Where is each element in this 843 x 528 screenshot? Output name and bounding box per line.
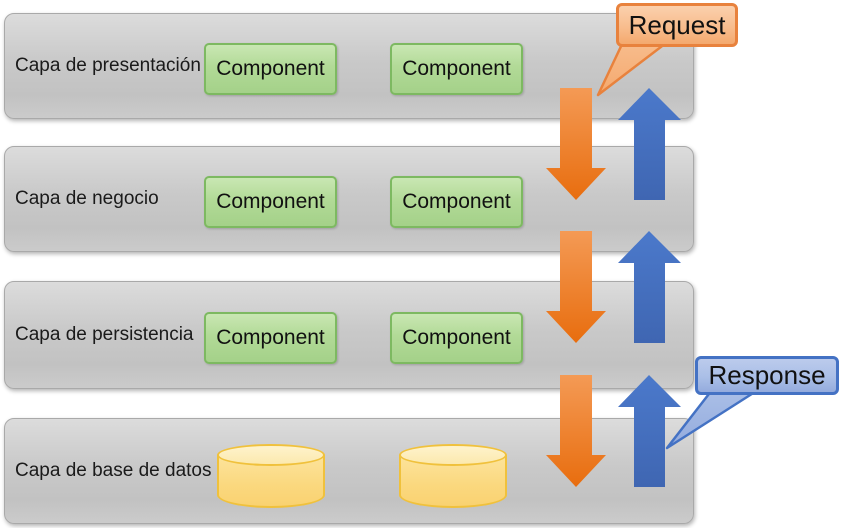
layer-base-de-datos: Capa de base de datos bbox=[4, 418, 694, 524]
component-label: Component bbox=[402, 190, 511, 213]
component-label: Component bbox=[216, 326, 325, 349]
database-cylinder-icon bbox=[399, 444, 507, 508]
layer-label: Capa de base de datos bbox=[15, 460, 212, 481]
component-box: Component bbox=[204, 43, 337, 95]
layer-persistencia: Capa de persistencia Component Component bbox=[4, 281, 694, 389]
component-box: Component bbox=[390, 312, 523, 364]
request-callout-label: Request bbox=[628, 9, 726, 40]
layer-presentacion: Capa de presentación Component Component bbox=[4, 13, 694, 119]
component-label: Component bbox=[216, 57, 325, 80]
database-cylinder-icon bbox=[217, 444, 325, 508]
component-box: Component bbox=[390, 176, 523, 228]
component-label: Component bbox=[402, 57, 511, 80]
layer-label: Capa de negocio bbox=[15, 188, 159, 209]
response-callout-label: Response bbox=[708, 360, 826, 390]
component-box: Component bbox=[390, 43, 523, 95]
layer-label: Capa de persistencia bbox=[15, 324, 194, 345]
component-box: Component bbox=[204, 312, 337, 364]
component-label: Component bbox=[216, 190, 325, 213]
layer-negocio: Capa de negocio Component Component bbox=[4, 146, 694, 252]
cylinder-top bbox=[399, 444, 507, 466]
component-box: Component bbox=[204, 176, 337, 228]
response-callout: Response bbox=[695, 356, 839, 395]
request-callout: Request bbox=[616, 3, 738, 47]
component-label: Component bbox=[402, 326, 511, 349]
cylinder-top bbox=[217, 444, 325, 466]
layer-label: Capa de presentación bbox=[15, 55, 201, 76]
